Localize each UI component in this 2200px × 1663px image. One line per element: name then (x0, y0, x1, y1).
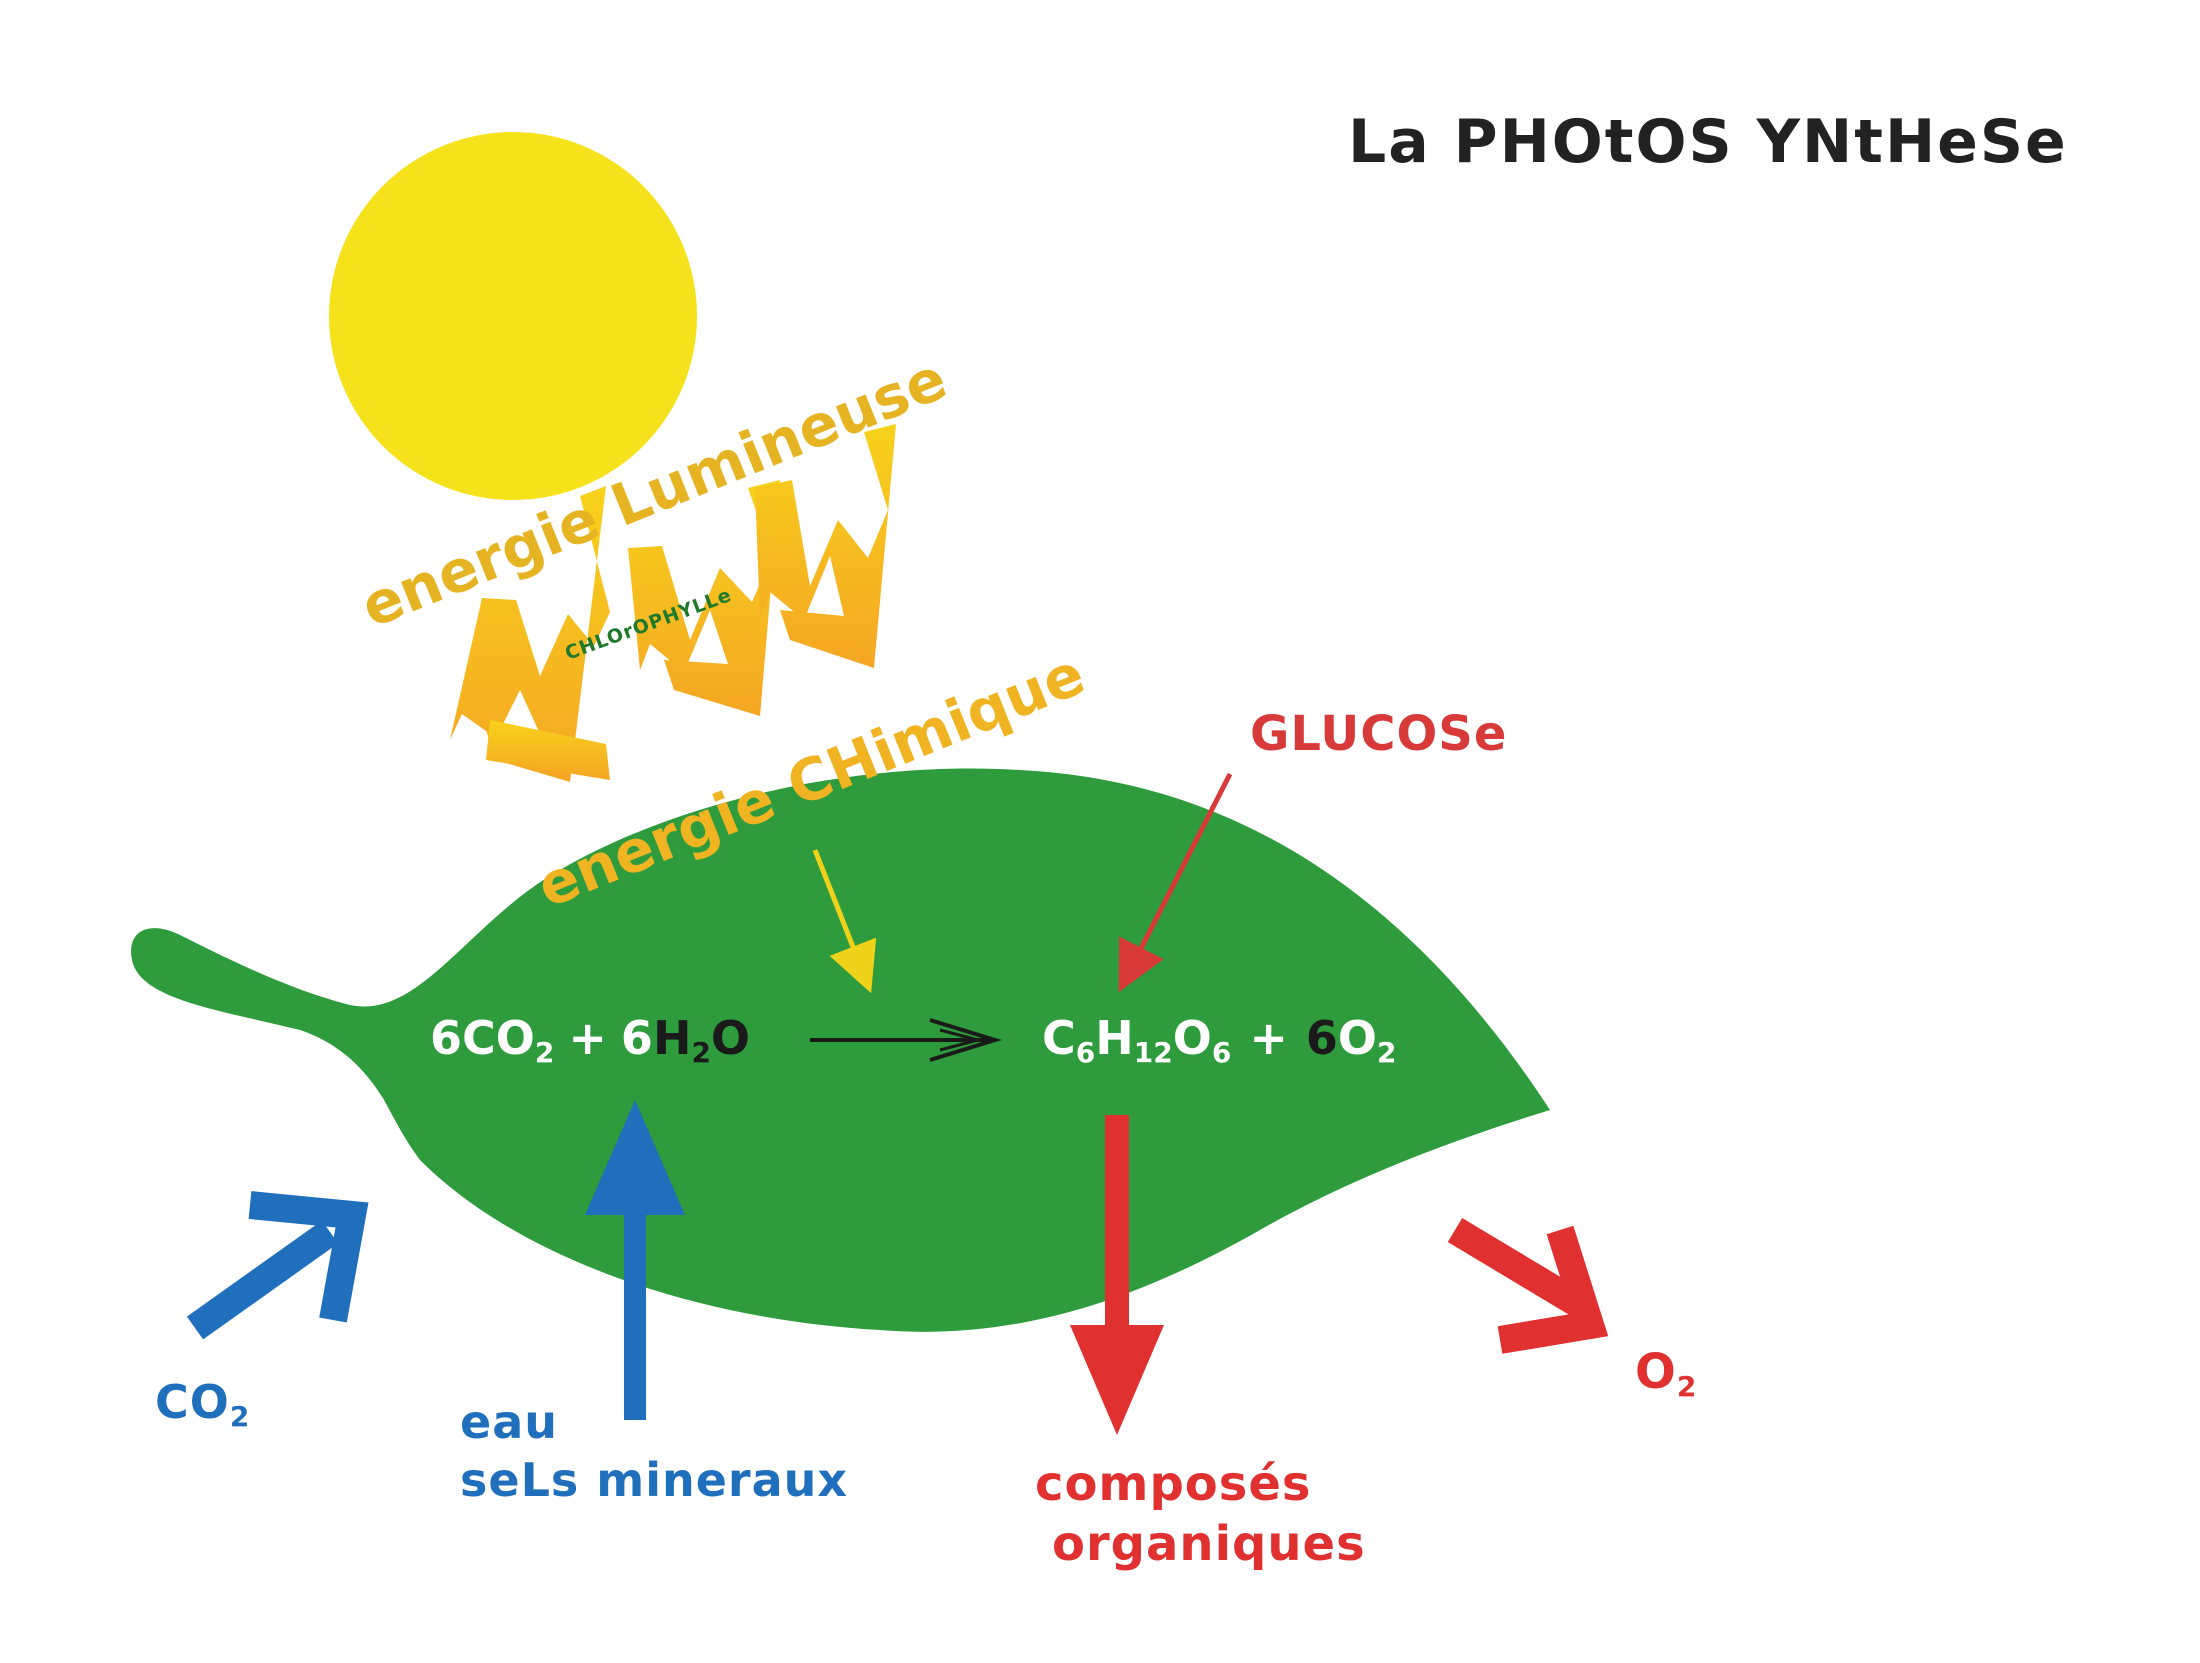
o2-label: O2 (1635, 1344, 1697, 1403)
sun-icon (329, 132, 697, 500)
glucose-label: GLUCOSe (1250, 706, 1507, 762)
yellow-arrow (812, 849, 877, 994)
eau-label: eau (460, 1395, 558, 1449)
composes-label: composés (1035, 1456, 1311, 1512)
co2-arrow-icon (186, 1191, 369, 1340)
organiques-label: organiques (1052, 1516, 1366, 1572)
zigzag-arrow-tail (486, 720, 610, 780)
water-arrow-icon (585, 1100, 685, 1420)
equation-right: C6H12O6+6O2 (1042, 1011, 1396, 1069)
leaf-shape (131, 768, 1550, 1332)
organic-compounds-arrow-icon (1070, 1115, 1164, 1435)
glucose-arrow (1118, 772, 1233, 993)
reaction-arrow (810, 1018, 1002, 1062)
zigzag-arrow-2 (628, 480, 780, 716)
sels-mineraux-label: seLs mineraux (460, 1453, 848, 1507)
co2-label: CO2 (155, 1375, 250, 1433)
equation-left: 6CO2+6H2O (430, 1011, 750, 1069)
o2-arrow-icon (1447, 1217, 1609, 1354)
zigzag-arrow-3 (755, 424, 896, 668)
page-title: La PHOtOS YNtHeSe (1348, 107, 2068, 177)
zigzag-arrow-1 (450, 486, 610, 782)
light-arrows (450, 424, 896, 782)
